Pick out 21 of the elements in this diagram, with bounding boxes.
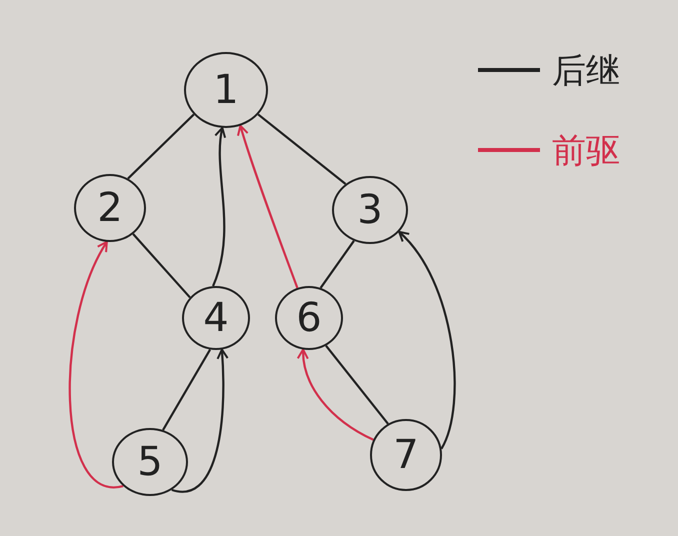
tree-edge <box>162 348 212 431</box>
thread-arrow <box>237 124 298 288</box>
legend-label: 前驱 <box>552 130 620 173</box>
tree-node: 7 <box>370 419 442 491</box>
tree-node: 5 <box>112 428 188 496</box>
thread-arrow <box>398 230 456 450</box>
thread-arrow <box>297 348 374 441</box>
tree-node: 3 <box>332 176 408 244</box>
tree-node: 6 <box>275 286 343 350</box>
tree-node: 2 <box>74 174 146 242</box>
tree-edge <box>127 114 195 180</box>
tree-edge <box>325 345 389 424</box>
tree-edge <box>320 240 355 289</box>
tree-edge <box>132 233 191 298</box>
tree-node: 4 <box>182 286 250 350</box>
legend-label: 后继 <box>552 50 620 93</box>
tree-edge <box>257 114 346 185</box>
thread-arrow <box>68 240 124 488</box>
tree-node: 1 <box>184 52 268 128</box>
thread-arrow <box>212 126 227 286</box>
thread-arrow <box>172 348 228 493</box>
